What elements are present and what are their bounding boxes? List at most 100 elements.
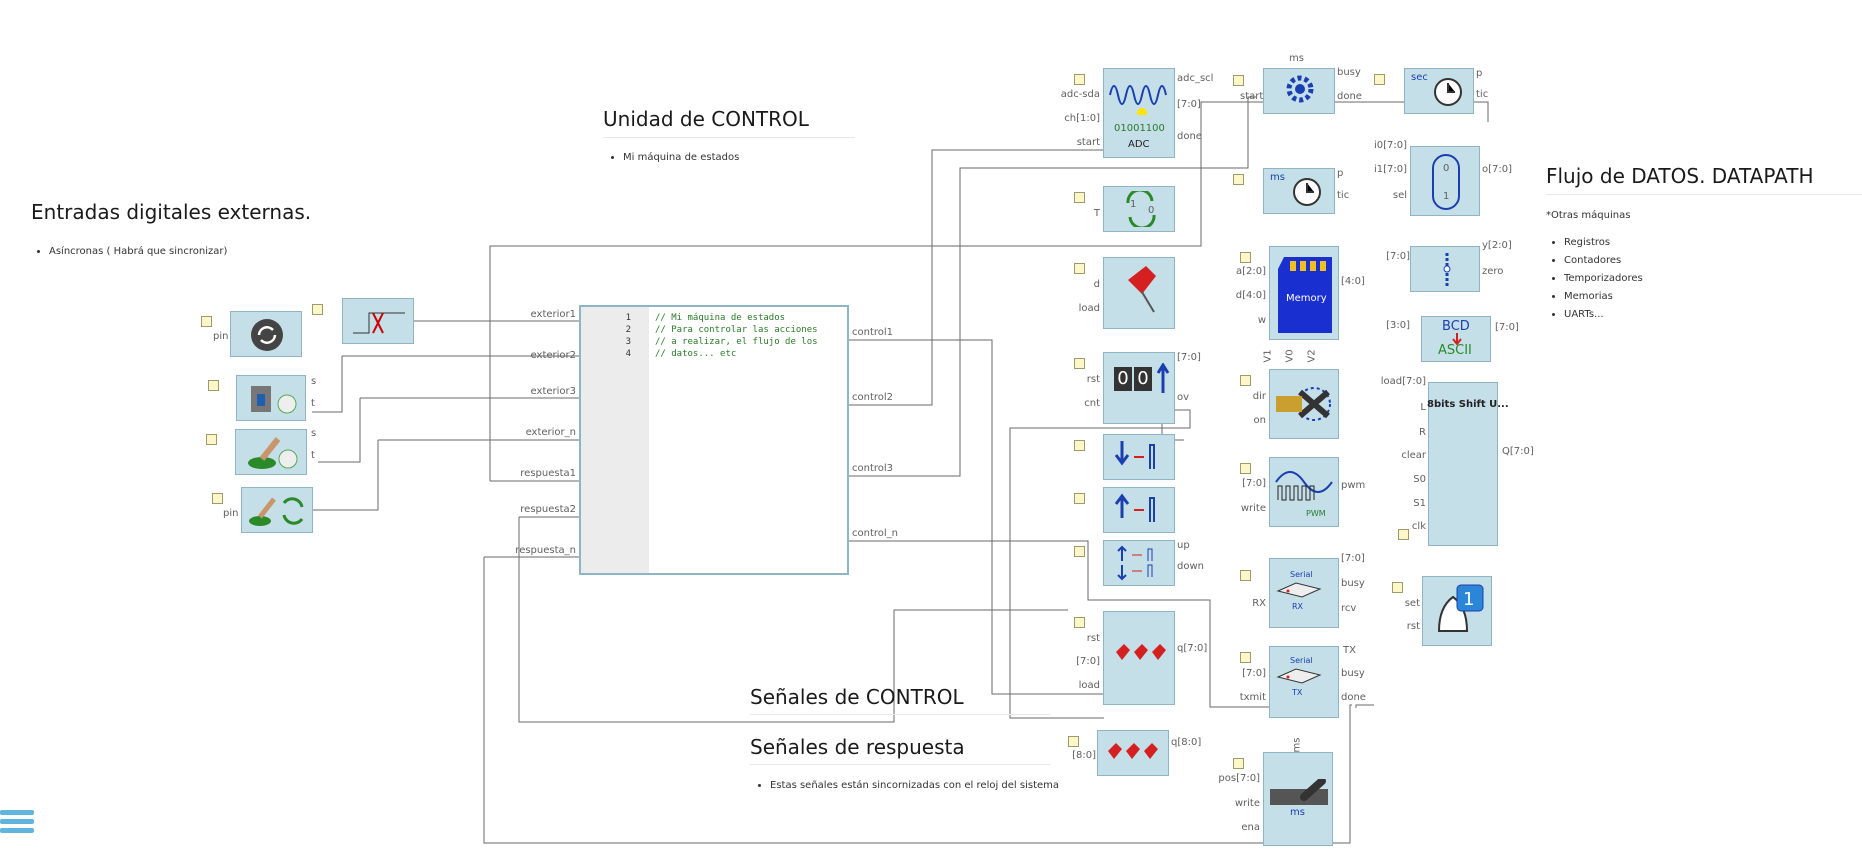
pin-led[interactable] [201, 316, 212, 327]
shift-register-block[interactable]: 8bits Shift U... [1427, 382, 1509, 546]
pin-led[interactable] [1233, 758, 1244, 769]
code-line[interactable]: // Para controlar las acciones [655, 325, 818, 335]
pin-led[interactable] [1240, 570, 1251, 581]
wire [489, 101, 1489, 482]
memory-block[interactable]: Memory [1269, 246, 1339, 340]
code-line[interactable]: // datos... etc [655, 349, 737, 359]
pin-led[interactable] [1233, 174, 1244, 185]
servo-block[interactable]: ms [1263, 752, 1333, 846]
pin-led[interactable] [1233, 75, 1244, 86]
wire [848, 149, 1104, 406]
menu-icon[interactable] [0, 810, 34, 842]
sync-block[interactable] [230, 311, 302, 357]
pin-led[interactable] [1374, 74, 1385, 85]
pin-led[interactable] [1074, 546, 1085, 557]
port-label: down [1177, 561, 1204, 572]
datapath-item: Registros [1564, 234, 1643, 252]
port-label: write [1240, 503, 1266, 514]
port-label: p [1476, 68, 1483, 79]
pin-led[interactable] [1074, 192, 1085, 203]
bcd-ascii-block[interactable]: BCD ASCII [1421, 316, 1491, 362]
pin-led[interactable] [1398, 529, 1409, 540]
port-label: o[7:0] [1482, 164, 1513, 175]
fsm-code-block[interactable]: 1 // Mi máquina de estados 2 // Para con… [579, 305, 849, 575]
port-label: i0[7:0] [1373, 140, 1407, 151]
pin-led[interactable] [1392, 582, 1403, 593]
pin-led[interactable] [1240, 652, 1251, 663]
control-note: Mi máquina de estados [605, 149, 739, 167]
code-line[interactable]: // Mi máquina de estados [655, 313, 786, 323]
fsm-input-label: exterior3 [530, 386, 576, 397]
mux-icon [1432, 154, 1460, 210]
pin-led[interactable] [1074, 263, 1085, 274]
code-line[interactable]: // a realizar, el flujo de los [655, 337, 818, 347]
pin-led[interactable] [1074, 617, 1085, 628]
port-label: t [311, 450, 315, 461]
port-label: done [1337, 91, 1362, 102]
t-flipflop-block[interactable]: 1 0 [1103, 186, 1175, 232]
mux-block[interactable]: 0 1 [1410, 146, 1480, 216]
register-block[interactable] [1103, 257, 1175, 329]
pin-led[interactable] [1074, 74, 1085, 85]
port-label: clk [1411, 521, 1426, 532]
zero-detect-block[interactable] [1410, 246, 1480, 292]
zipper-icon [1443, 253, 1451, 287]
port-label: [8:0] [1072, 750, 1096, 761]
port-label: busy [1341, 578, 1365, 589]
divider [750, 714, 1050, 715]
line-number: 3 [625, 337, 631, 347]
port-label: d[4:0] [1235, 290, 1266, 301]
waveform-icon [1109, 85, 1167, 115]
port-label: t [311, 398, 315, 409]
pin-led[interactable] [312, 304, 323, 315]
datapath-item: Memorias [1564, 288, 1643, 306]
pin-led[interactable] [212, 493, 223, 504]
notification-block[interactable]: 1 [1422, 576, 1492, 646]
button-block[interactable] [236, 375, 306, 421]
pin-led[interactable] [1240, 375, 1251, 386]
port-label: ch[1:0] [1064, 113, 1100, 124]
toggle-button-block[interactable] [241, 487, 313, 533]
rising-edge-block[interactable] [1103, 487, 1175, 533]
adc-block[interactable]: 01001100 ADC [1103, 68, 1175, 158]
port-label: V0 [1284, 349, 1296, 363]
port-label: adc-sda [1060, 89, 1100, 100]
ms-timer-block[interactable] [1263, 68, 1335, 114]
both-edges-block[interactable] [1103, 540, 1175, 586]
sec-clock-block[interactable]: sec [1404, 68, 1474, 114]
mux-value: 1 [1443, 191, 1450, 202]
debounce-icon [353, 312, 405, 334]
falling-edge-block[interactable] [1103, 434, 1175, 480]
pin-led[interactable] [206, 434, 217, 445]
port-label: s [311, 428, 317, 439]
motor-block[interactable] [1269, 369, 1339, 439]
port-label: rst [1406, 621, 1420, 632]
pin-led[interactable] [1240, 252, 1251, 263]
port-label: ena [1241, 822, 1260, 833]
counter-block[interactable]: 0 0 [1103, 352, 1175, 424]
serial-rx-block[interactable]: Serial RX [1269, 558, 1339, 628]
register-9bit-block[interactable] [1097, 730, 1169, 776]
port-label: s [311, 376, 317, 387]
pin-led[interactable] [1074, 358, 1085, 369]
port-label: load [1078, 303, 1100, 314]
pin-led[interactable] [1074, 493, 1085, 504]
pin-led[interactable] [1240, 463, 1251, 474]
ms-clock-block[interactable]: ms [1263, 168, 1335, 214]
port-label: ms [1289, 53, 1304, 64]
wire [848, 339, 1104, 695]
pin-led[interactable] [1074, 440, 1085, 451]
button-icon [251, 386, 297, 414]
datapath-item: Temporizadores [1564, 270, 1643, 288]
debounce-block[interactable] [342, 298, 414, 344]
register-8bit-block[interactable] [1103, 611, 1175, 705]
pushpins-icon [1108, 743, 1158, 759]
serial-tx-block[interactable]: Serial TX [1269, 646, 1339, 718]
pin-led[interactable] [1068, 736, 1079, 747]
fsm-input-label: exterior2 [530, 350, 576, 361]
pwm-block[interactable]: PWM [1269, 457, 1339, 527]
push-button-block[interactable] [235, 429, 307, 475]
pin-led[interactable] [208, 380, 219, 391]
port-label: [7:0] [1177, 352, 1201, 363]
datapath-title: Flujo de DATOS. DATAPATH [1546, 164, 1814, 188]
